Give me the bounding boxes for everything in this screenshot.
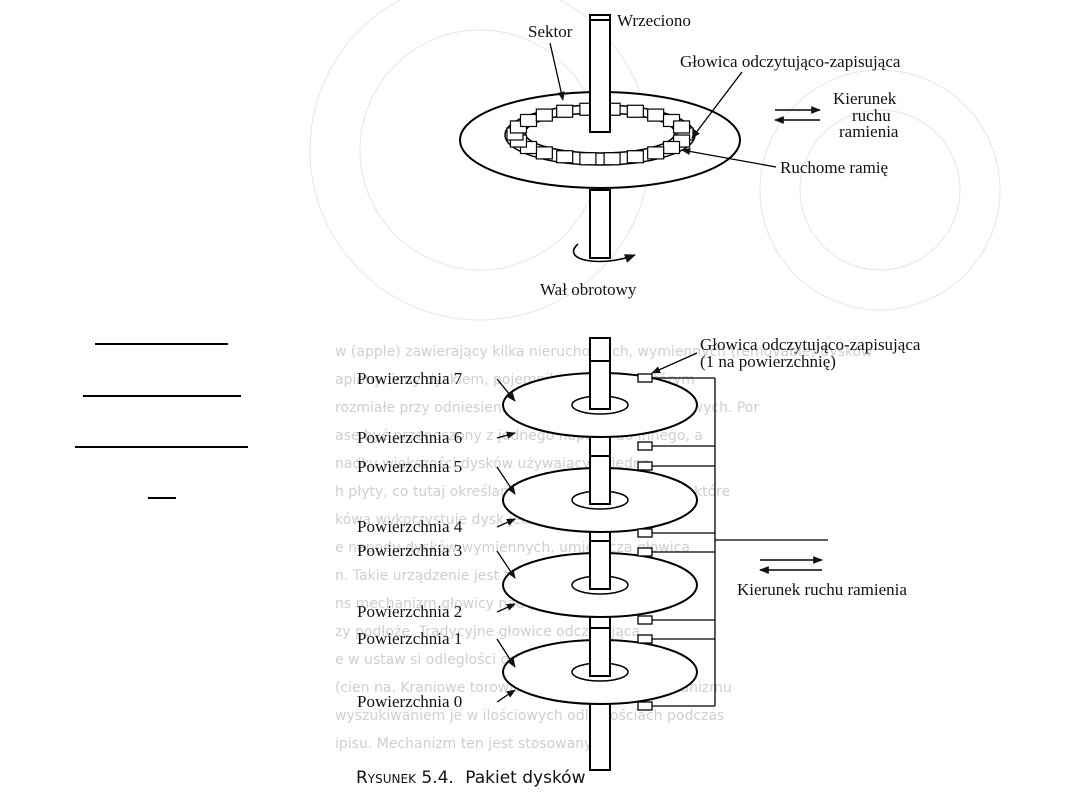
read-write-head — [637, 615, 653, 625]
surface-arrow — [496, 431, 516, 439]
caption-prefix: Rysunek 5.4. — [356, 768, 454, 788]
shaft-lower — [589, 189, 611, 259]
sector-block — [647, 108, 665, 122]
rotation-arrow — [572, 243, 637, 263]
pack-head-label-2: (1 na powierzchnię) — [700, 352, 836, 371]
surface-arrow — [496, 550, 516, 579]
surface-label: Powierzchnia 7 — [357, 369, 463, 388]
surface-arrow — [496, 378, 516, 402]
surface-arrow — [496, 603, 516, 613]
pack-head-label-1: Głowica odczytująco-zapisująca — [700, 335, 921, 354]
read-write-head — [637, 701, 653, 711]
disk-pack-diagram: Powierzchnia 7 Powierzchnia 6 Powierzchnia… — [357, 335, 921, 771]
figure-caption: Rysunek 5.4. Pakiet dysków — [356, 768, 586, 788]
surface-label: Powierzchnia 5 — [357, 457, 462, 476]
background-line: zy podłoże. Tradycyjne głowice odczytują… — [335, 624, 640, 640]
sector-block — [626, 104, 644, 118]
shaft-segment — [589, 360, 611, 410]
spindle-mid — [589, 19, 611, 133]
pack-direction-label: Kierunek ruchu ramienia — [737, 580, 907, 599]
read-write-head — [637, 528, 653, 538]
caption-text: Pakiet dysków — [465, 768, 585, 788]
surface-label: Powierzchnia 3 — [357, 541, 462, 560]
surface-label: Powierzchnia 1 — [357, 629, 462, 648]
sector-block — [535, 108, 553, 122]
moving-arm-label: Ruchome ramię — [780, 158, 888, 177]
surface-arrow — [496, 638, 516, 668]
read-write-head — [637, 547, 653, 557]
arm-direction-label-2: ruchu — [852, 106, 891, 125]
sector-block — [626, 150, 644, 164]
sector-block — [556, 150, 574, 164]
read-write-head — [637, 441, 653, 451]
read-write-head-label: Głowica odczytująco-zapisująca — [680, 52, 901, 71]
read-write-head — [637, 461, 653, 471]
background-line: wyszukiwaniem je w ilościowych odległośc… — [335, 708, 724, 724]
sector-block — [519, 113, 538, 128]
surface-arrow — [496, 518, 516, 528]
surface-labels: Powierzchnia 7 Powierzchnia 6 Powierzchnia… — [357, 369, 516, 711]
side-rules — [75, 343, 248, 499]
arm-direction-label-3: ramienia — [839, 122, 899, 141]
arm-assembly — [637, 373, 828, 711]
arm-direction-label-1: Kierunek — [833, 89, 897, 108]
single-disk-diagram: Sektor Wrzeciono Głowica odczytująco-zap… — [459, 11, 901, 299]
shaft-segment — [589, 455, 611, 505]
sector-block — [603, 152, 621, 166]
sector-block — [579, 152, 597, 166]
surface-arrow — [496, 689, 516, 703]
sector-block — [556, 104, 574, 118]
spindle-label: Wrzeciono — [617, 11, 691, 30]
sector-block — [672, 120, 691, 134]
read-write-head — [637, 634, 653, 644]
surface-label: Powierzchnia 2 — [357, 602, 462, 621]
sector-block — [662, 140, 681, 155]
sector-block — [647, 146, 665, 160]
surface-label: Powierzchnia 0 — [357, 692, 462, 711]
background-line: ipisu. Mechanizm ten jest stosowany — [335, 736, 592, 752]
read-write-head — [637, 373, 653, 383]
sector-label: Sektor — [528, 22, 573, 41]
surface-arrow — [496, 466, 516, 495]
background-line: kówa wykorzystuje dysk jedno — [335, 512, 547, 528]
surface-label: Powierzchnia 4 — [357, 517, 463, 536]
shaft-segment — [589, 540, 611, 590]
shaft-segment — [589, 627, 611, 677]
surface-label: Powierzchnia 6 — [357, 428, 462, 447]
background-line: nadku większości dysków używających jedn… — [335, 456, 650, 472]
sector-block — [535, 146, 553, 160]
platter-stack — [502, 360, 698, 705]
shaft-label: Wał obrotowy — [540, 280, 637, 299]
